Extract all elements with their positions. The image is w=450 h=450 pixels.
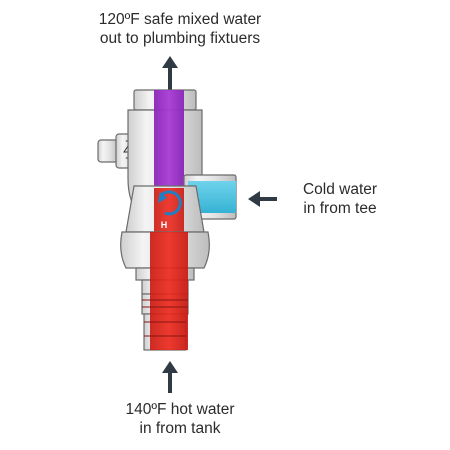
rotation-arrow-icon [158, 190, 182, 216]
cold-inlet-label: Cold water in from tee [270, 180, 410, 218]
hot-inlet-arrow [162, 361, 178, 393]
outlet-label-line-1: 120ºF safe mixed water [98, 11, 262, 28]
hot-inlet-label-line-1: 140ºF hot water [125, 401, 235, 418]
up-arrow-icon [162, 361, 178, 373]
left-arrow-icon [248, 191, 260, 207]
hot-inlet-label-line-2: in from tank [139, 420, 221, 437]
cold-inlet-arrow [248, 191, 277, 207]
hot-inlet-label: 140ºF hot water in from tank [60, 400, 300, 438]
hot-mark: H [161, 220, 168, 230]
valve-lower-body [120, 231, 210, 351]
hot-water-channel [150, 232, 188, 350]
up-arrow-icon [162, 56, 178, 68]
mixing-chamber: H [125, 185, 205, 233]
cold-inlet-label-line-2: in from tee [303, 200, 377, 217]
cold-inlet-label-line-1: Cold water [302, 181, 378, 198]
outlet-label-line-2: out to plumbing fixtuers [99, 30, 261, 47]
outlet-arrow [162, 56, 178, 90]
outlet-label: 120ºF safe mixed water out to plumbing f… [60, 10, 300, 48]
mixed-water-channel [154, 90, 184, 190]
